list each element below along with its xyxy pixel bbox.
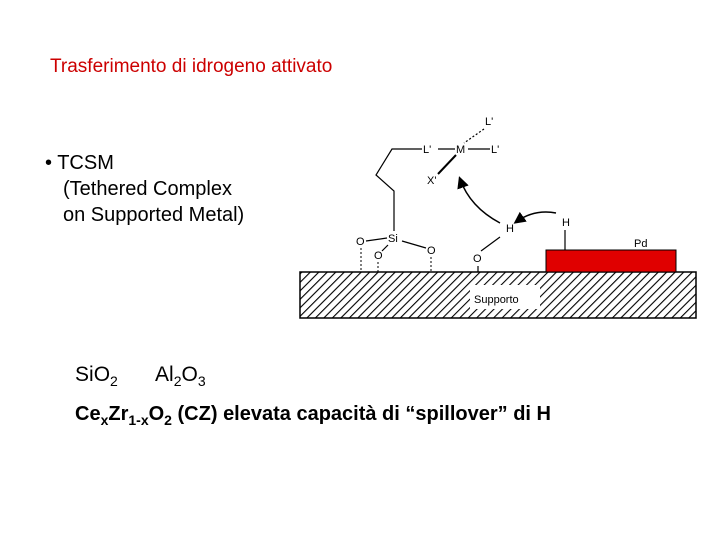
surface-o-label: O xyxy=(473,253,482,265)
formula-cz-spillover: CexZr1-xO2 (CZ) elevata capacità di “spi… xyxy=(75,403,551,428)
m-label: M xyxy=(456,144,465,156)
h-right-label: H xyxy=(562,217,570,229)
bullet-text-1: TCSM xyxy=(57,152,114,174)
si-o2-bond xyxy=(381,244,389,252)
support-label-box xyxy=(470,285,540,309)
al2o3-al: Al xyxy=(155,363,174,386)
bullet-marker: • xyxy=(45,152,53,174)
sio2-si: Si xyxy=(75,363,94,386)
x-transfer-arrow xyxy=(457,176,501,224)
x-bond xyxy=(437,154,457,175)
l-right-label: L' xyxy=(491,144,499,156)
cz-ce: Ce xyxy=(75,403,101,425)
cz-zr: Zr xyxy=(108,403,129,425)
cz-sub-zr: 1-x xyxy=(128,412,149,428)
o1-label: O xyxy=(356,236,365,248)
o3-label: O xyxy=(427,245,436,257)
h-left-bond xyxy=(480,236,501,252)
al2o3-sub2: 3 xyxy=(197,373,206,389)
l-top-label: L' xyxy=(485,116,493,128)
l-left-label: L' xyxy=(423,144,431,156)
cz-sub-o: 2 xyxy=(164,412,172,428)
h-left-label: H xyxy=(506,223,514,235)
bullet-line-1: • TCSM xyxy=(45,150,244,176)
bullet-tcsm: • TCSM (Tethered Complex on Supported Me… xyxy=(45,150,244,228)
pd-label: Pd xyxy=(634,238,647,250)
tether-chain xyxy=(375,148,422,231)
tcsm-diagram: Supporto Pd O H H Si O O O L' M L' L' X' xyxy=(299,116,697,319)
sio2-sub: 2 xyxy=(110,373,118,389)
cz-x: x xyxy=(100,412,109,428)
al2o3-sub1: 2 xyxy=(173,373,182,389)
bullet-line-3: on Supported Metal) xyxy=(63,204,245,226)
formula-sio2: SiO2 xyxy=(75,363,118,389)
si-o3-bond xyxy=(401,240,427,249)
slide-title: Trasferimento di idrogeno attivato xyxy=(50,56,333,77)
x-label: X' xyxy=(427,175,436,187)
support-label: Supporto xyxy=(474,294,519,306)
cz-description: (CZ) elevata capacità di “spillover” di … xyxy=(171,403,551,425)
sio2-o: O xyxy=(93,363,111,386)
cz-o: O xyxy=(148,403,165,425)
al2o3-o: O xyxy=(181,363,198,386)
formula-al2o3: Al2O3 xyxy=(155,363,206,389)
pd-block xyxy=(545,249,677,273)
si-label: Si xyxy=(388,233,398,245)
l-top-bond xyxy=(463,128,485,144)
o2-label: O xyxy=(374,250,383,262)
si-o1-bond xyxy=(365,237,388,242)
bullet-line-2: (Tethered Complex xyxy=(63,178,232,200)
h-transfer-arrow xyxy=(513,211,557,224)
